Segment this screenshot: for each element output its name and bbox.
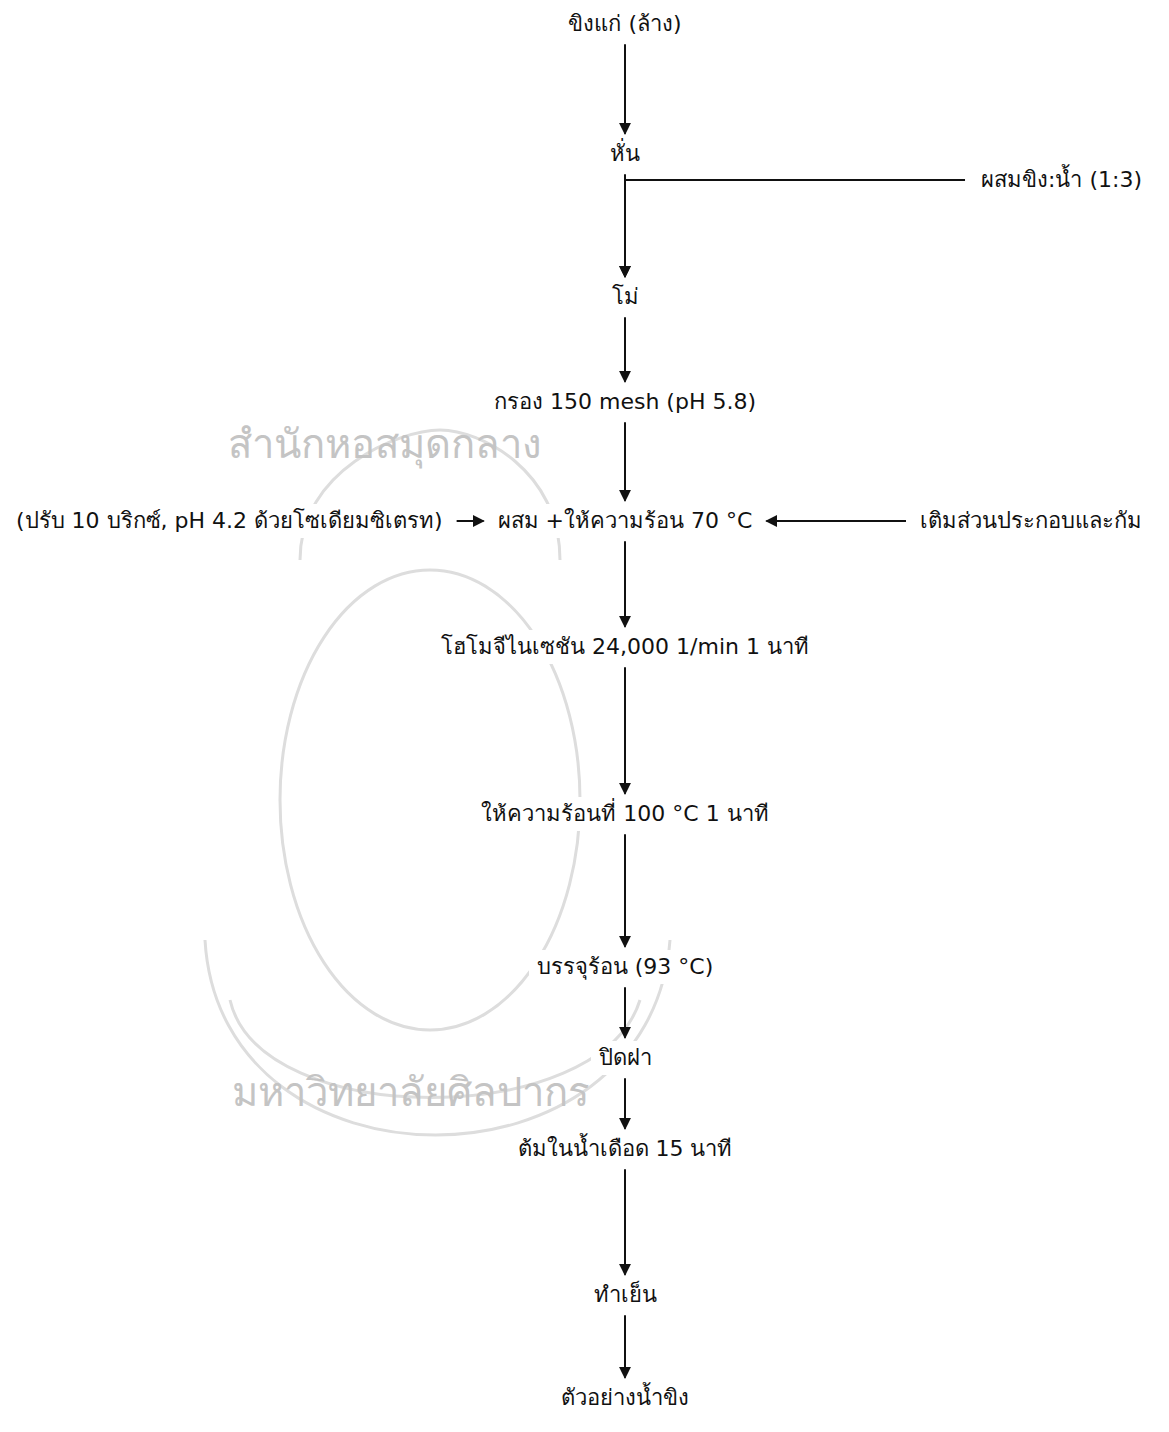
- step-text: ผสม +ให้ความร้อน 70 °C: [498, 507, 753, 536]
- flow-arrow: [624, 44, 626, 133]
- process-step: หั่น: [602, 137, 648, 172]
- step-text: ผสมขิง:น้ำ (1:3): [981, 166, 1142, 195]
- step-text: โฮโมจีไนเซชัน 24,000 1/min 1 นาที: [441, 633, 809, 662]
- process-step: ขิงแก่ (ล้าง): [560, 7, 689, 42]
- process-step: บรรจุร้อน (93 °C): [529, 950, 722, 985]
- step-text: ตัวอย่างน้ำขิง: [561, 1384, 689, 1413]
- step-text: ให้ความร้อนที่ 100 °C 1 นาที: [481, 800, 768, 829]
- process-step: ปิดฝา: [591, 1041, 660, 1076]
- step-text: โม่: [612, 283, 639, 312]
- flow-arrow: [457, 520, 484, 522]
- process-step: โฮโมจีไนเซชัน 24,000 1/min 1 นาที: [433, 630, 817, 665]
- flow-arrow: [624, 987, 626, 1037]
- step-text: ต้มในน้ำเดือด 15 นาที: [518, 1135, 733, 1164]
- process-step: ตัวอย่างน้ำขิง: [553, 1381, 697, 1416]
- step-text: ขิงแก่ (ล้าง): [568, 10, 681, 39]
- step-text: ปิดฝา: [599, 1044, 652, 1073]
- flow-arrow: [624, 317, 626, 381]
- flow-arrow: [624, 1169, 626, 1274]
- flow-arrow: [766, 520, 906, 522]
- flow-arrow: [625, 180, 965, 277]
- flow-arrow: [624, 422, 626, 500]
- flow-arrow: [624, 1078, 626, 1128]
- process-step: ให้ความร้อนที่ 100 °C 1 นาที: [473, 797, 776, 832]
- process-step: กรอง 150 mesh (pH 5.8): [486, 385, 764, 420]
- flow-arrow: [624, 1315, 626, 1377]
- process-step: ต้มในน้ำเดือด 15 นาที: [510, 1132, 741, 1167]
- step-text: เติมส่วนประกอบและกัม: [920, 507, 1142, 536]
- process-step: เติมส่วนประกอบและกัม: [912, 504, 1150, 539]
- process-step: (ปรับ 10 บริกซ์, pH 4.2 ด้วยโซเดียมซิเตร…: [8, 504, 451, 539]
- flow-arrow: [624, 667, 626, 793]
- process-step: โม่: [604, 280, 647, 315]
- flow-arrow: [624, 541, 626, 626]
- step-text: ทำเย็น: [594, 1281, 657, 1310]
- step-text: (ปรับ 10 บริกซ์, pH 4.2 ด้วยโซเดียมซิเตร…: [16, 507, 443, 536]
- watermark-text: สำนักหอสมุดกลาง: [228, 412, 542, 476]
- process-step: ผสมขิง:น้ำ (1:3): [973, 163, 1150, 198]
- process-step: ทำเย็น: [586, 1278, 665, 1313]
- step-text: บรรจุร้อน (93 °C): [537, 953, 714, 982]
- step-text: หั่น: [610, 140, 640, 169]
- flow-arrow: [624, 834, 626, 946]
- step-text: กรอง 150 mesh (pH 5.8): [494, 388, 756, 417]
- watermark-text: มหาวิทยาลัยศิลปากร: [232, 1060, 589, 1124]
- process-step: ผสม +ให้ความร้อน 70 °C: [490, 504, 761, 539]
